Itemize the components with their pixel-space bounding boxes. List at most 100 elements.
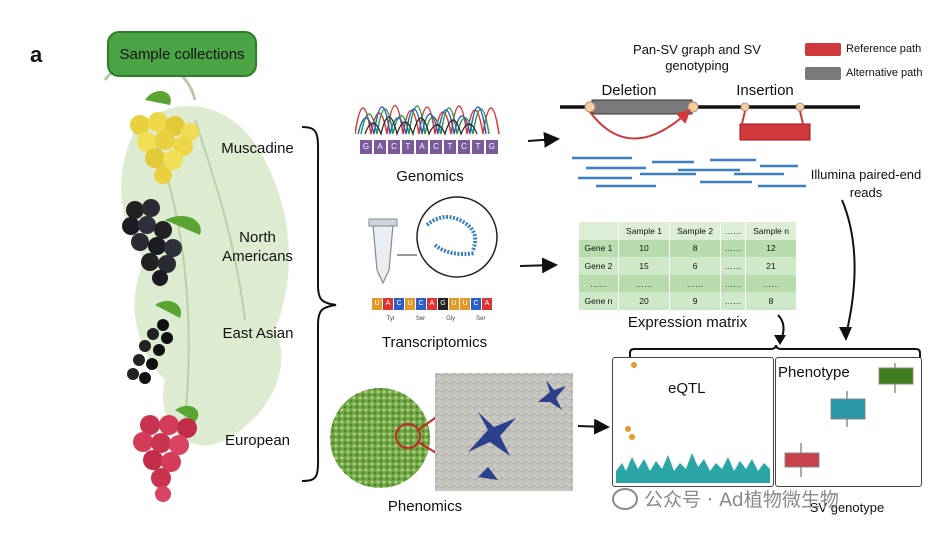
- dna-base: A: [374, 140, 386, 154]
- matrix-cell: ……: [720, 292, 746, 310]
- matrix-cell: Gene 1: [578, 239, 619, 258]
- matrix-cell: ……: [720, 274, 746, 293]
- rna-base: C: [416, 298, 426, 310]
- matrix-cell: 21: [745, 257, 796, 275]
- matrix-cell: 9: [669, 292, 721, 310]
- deletion-segment: [591, 99, 693, 115]
- rna-base: A: [482, 298, 492, 310]
- zoom-circle: [395, 423, 421, 449]
- rna-base: C: [394, 298, 404, 310]
- north-american-grapes-icon: [122, 199, 201, 286]
- matrix-cell: ……: [720, 257, 746, 275]
- phenotype-label: Phenotype: [778, 364, 850, 381]
- matrix-cell: Sample 1: [617, 222, 670, 240]
- rna-base: U: [405, 298, 415, 310]
- matrix-cell: 6: [669, 257, 721, 275]
- matrix-cell: 12: [745, 239, 796, 258]
- eqtl-label: eQTL: [668, 380, 706, 397]
- matrix-cell: 15: [617, 257, 670, 275]
- east-asian-grapes-icon: [127, 300, 181, 384]
- rna-base: U: [460, 298, 470, 310]
- sv-genotype-label: SV genotype: [809, 500, 885, 515]
- genomics-label: Genomics: [396, 168, 464, 185]
- european-grapes-icon: [133, 405, 199, 502]
- insertion-label: Insertion: [736, 82, 794, 99]
- matrix-cell: 20: [617, 292, 670, 310]
- dna-base: C: [430, 140, 442, 154]
- phenomics-label: Phenomics: [387, 498, 463, 515]
- chromatogram-icon: [355, 104, 500, 137]
- panel-letter: a: [30, 42, 43, 67]
- matrix-cell: Gene n: [578, 292, 619, 310]
- expression-matrix-label: Expression matrix: [627, 314, 748, 331]
- boxplot-box: [830, 398, 866, 420]
- rna-tube-icon: [368, 196, 498, 285]
- species-label-north-americans: North Americans: [222, 229, 293, 265]
- matrix-cell: 10: [617, 239, 670, 258]
- matrix-cell: 8: [669, 239, 721, 258]
- deletion-label: Deletion: [601, 82, 657, 99]
- species-brace: [301, 126, 337, 482]
- species-label-muscadine: Muscadine: [221, 140, 294, 157]
- matrix-cell: Sample 2: [669, 222, 721, 240]
- muscadine-grapes-icon: [130, 90, 199, 184]
- vine-leaf-icon: [121, 106, 289, 446]
- rna-base: C: [471, 298, 481, 310]
- amino-acid: Gly: [446, 316, 456, 322]
- matrix-row: …………………………: [578, 274, 796, 293]
- rna-base: U: [372, 298, 382, 310]
- species-label-european: European: [224, 432, 291, 449]
- dna-base: T: [444, 140, 456, 154]
- rna-base: U: [449, 298, 459, 310]
- illumina-reads-label: Illumina paired-end reads: [810, 167, 922, 200]
- phenotype-boxplot: [784, 363, 914, 477]
- rna-base: A: [427, 298, 437, 310]
- dna-base: C: [458, 140, 470, 154]
- result-arrows: [774, 199, 856, 345]
- boxplot-box: [878, 367, 914, 385]
- grapevine-illustration: [103, 56, 289, 502]
- leaf-disc-image: [330, 388, 430, 488]
- dna-base: C: [388, 140, 400, 154]
- matrix-cell: Sample n: [745, 222, 796, 240]
- matrix-cell: Gene 2: [578, 257, 619, 275]
- dna-base: T: [472, 140, 484, 154]
- amino-acid: Ser: [415, 316, 426, 322]
- amino-acid-row: Tyr Ser Gly Ser: [376, 316, 496, 322]
- sv-graph-diagram: [560, 99, 860, 188]
- matrix-cell: ……: [617, 274, 670, 293]
- matrix-cell: [578, 222, 619, 240]
- wechat-icon: [612, 487, 638, 510]
- matrix-cell: ……: [745, 274, 796, 293]
- insertion-segment: [739, 123, 811, 141]
- matrix-cell: 8: [745, 292, 796, 310]
- legend-swatch-alternative: [805, 67, 841, 80]
- watermark: 公众号 · Ad植物微生物: [612, 485, 839, 512]
- legend-swatch-reference: [805, 43, 841, 56]
- matrix-cell: ……: [578, 274, 619, 293]
- watermark-text: 公众号 · Ad植物微生物: [644, 489, 839, 511]
- rna-base: G: [438, 298, 448, 310]
- pan-sv-title: Pan-SV graph and SV genotyping: [633, 42, 761, 73]
- transcriptomics-label: Transcriptomics: [381, 334, 488, 351]
- results-brace: [629, 344, 921, 361]
- rna-base: A: [383, 298, 393, 310]
- matrix-cell: ……: [720, 239, 746, 258]
- boxplot-box: [784, 452, 820, 468]
- species-label-east-asian: East Asian: [222, 325, 294, 342]
- dna-base: G: [486, 140, 498, 154]
- legend-label-alternative: Alternative path: [846, 67, 923, 79]
- dna-base: T: [402, 140, 414, 154]
- phenomics-images: [330, 373, 573, 491]
- legend-label-reference: Reference path: [846, 43, 922, 55]
- paired-end-reads: [572, 156, 806, 188]
- omics-arrows: [520, 131, 610, 435]
- dna-base: G: [360, 140, 372, 154]
- amino-acid: Ser: [476, 316, 486, 322]
